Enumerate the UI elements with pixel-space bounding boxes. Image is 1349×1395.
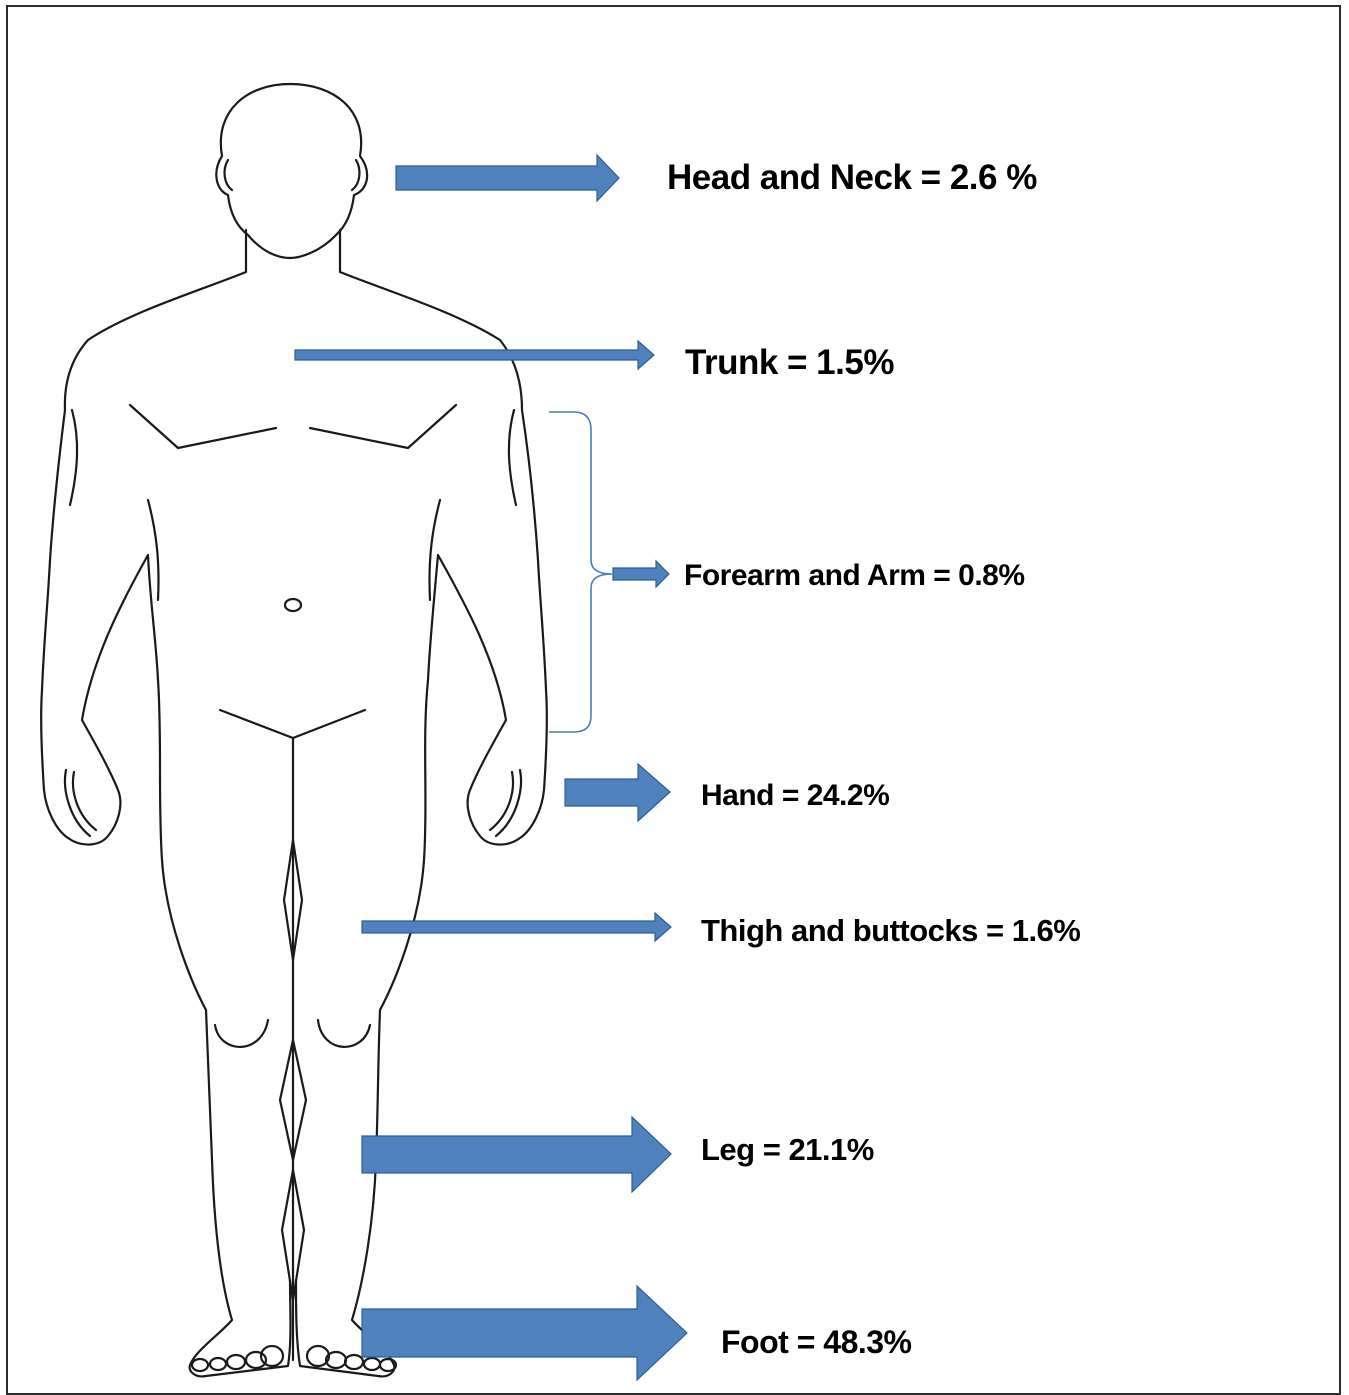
human-body-outline [41, 84, 547, 1376]
arrow-leg [362, 1117, 671, 1192]
label-thigh-buttocks: Thigh and buttocks = 1.6% [701, 915, 1080, 946]
forearm-bracket [549, 412, 612, 732]
label-hand: Hand = 24.2% [701, 781, 889, 811]
arrow-foot [362, 1286, 687, 1380]
head-outline [216, 84, 367, 258]
label-forearm-arm: Forearm and Arm = 0.8% [684, 561, 1025, 591]
label-head-neck: Head and Neck = 2.6 % [667, 160, 1037, 195]
label-leg: Leg = 21.1% [701, 1134, 874, 1165]
navel [285, 599, 301, 611]
arrow-head-neck [396, 155, 619, 201]
arrow-trunk [295, 341, 654, 369]
arrow-hand [565, 764, 670, 821]
label-foot: Foot = 48.3% [721, 1326, 912, 1358]
label-trunk: Trunk = 1.5% [685, 345, 894, 380]
arrow-forearm-arm [613, 561, 669, 587]
left-side-outline [41, 230, 290, 1376]
